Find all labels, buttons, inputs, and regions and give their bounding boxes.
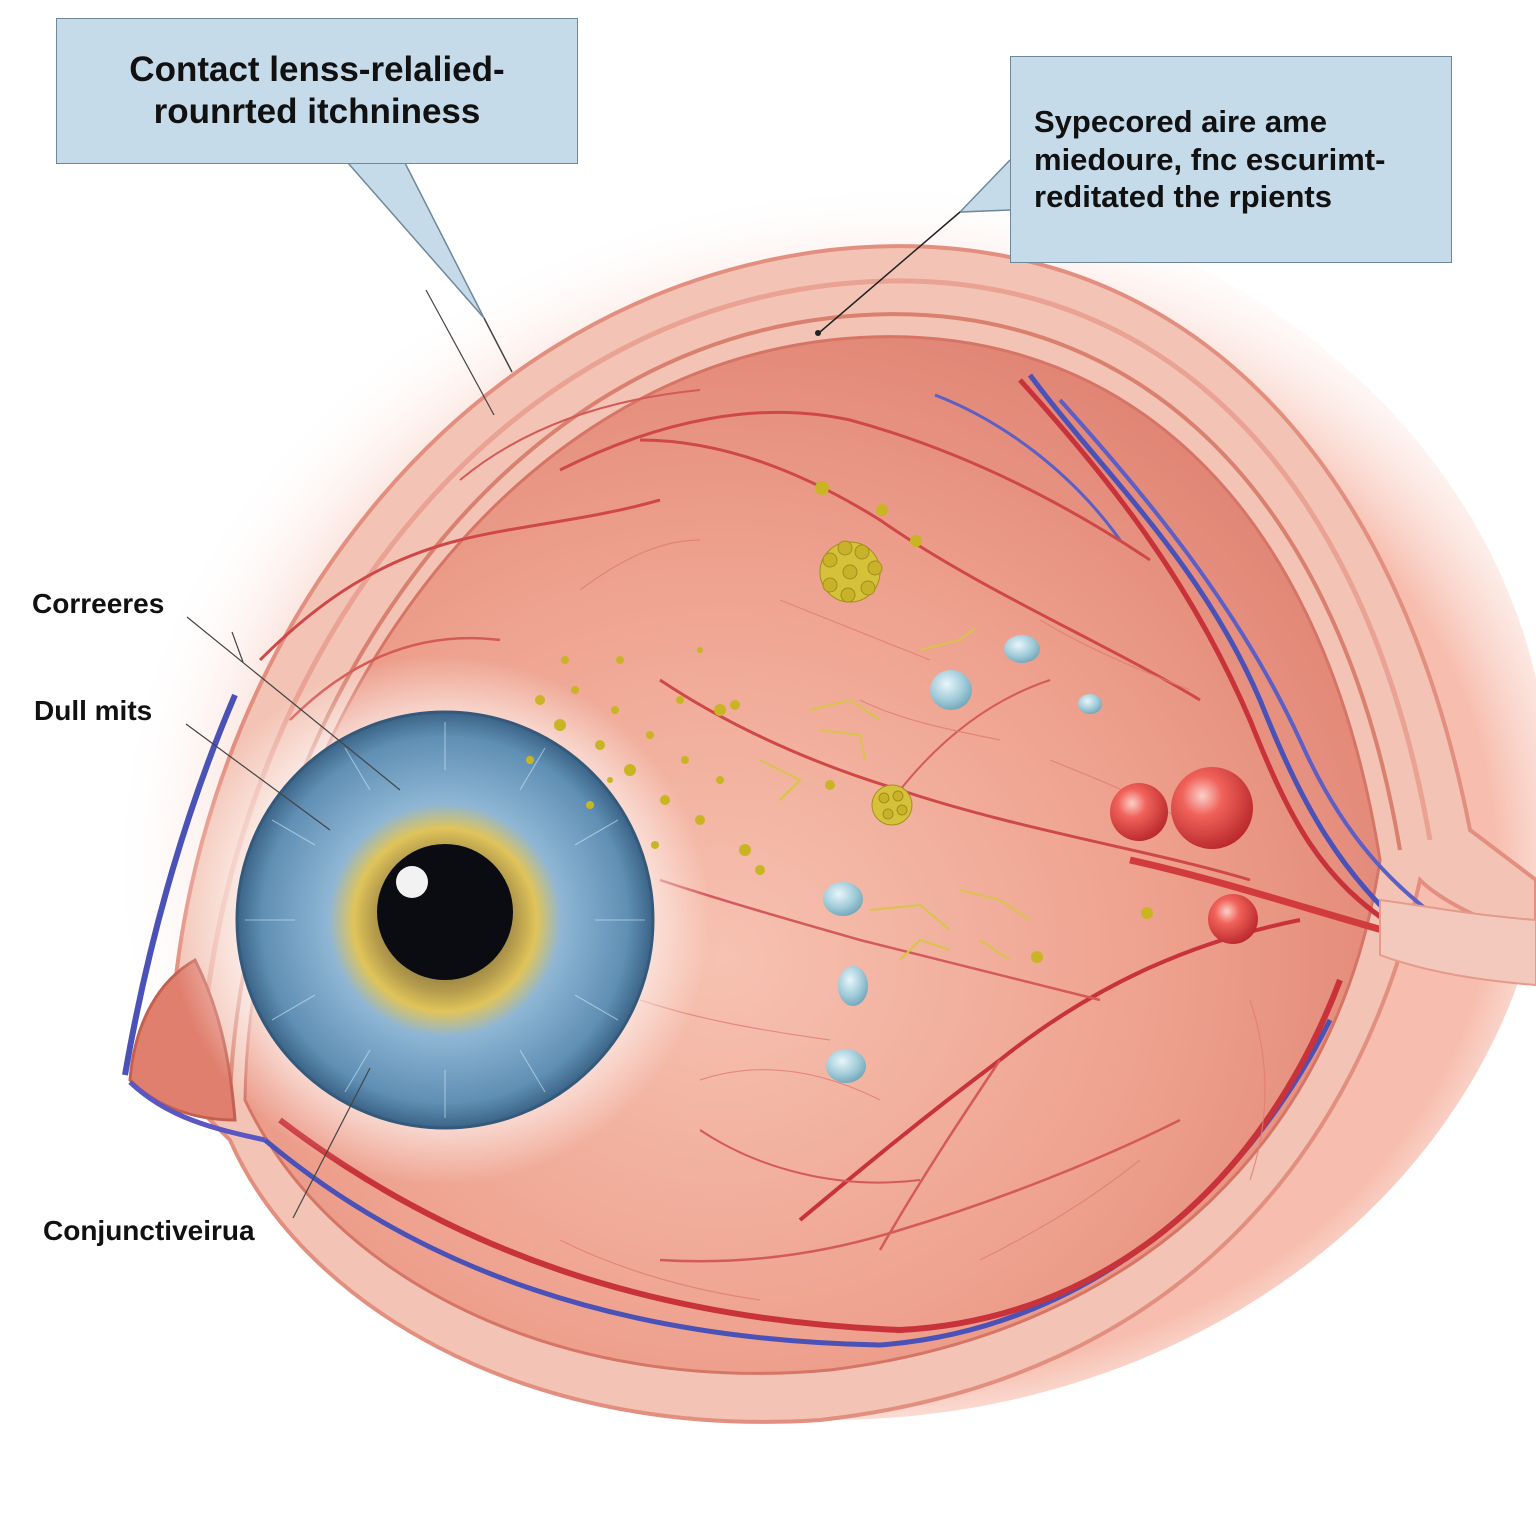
artery-branch-10 [899, 679, 1051, 791]
pollen-cluster-upper [819, 540, 883, 603]
callout-left-leader-1 [483, 317, 513, 373]
iris-fibers [245, 722, 645, 1118]
callout-left-leader-2 [425, 289, 495, 416]
vein-upper-right [1027, 373, 1432, 952]
vein-upper [934, 393, 1122, 541]
vein-left [122, 693, 238, 1076]
callout-right-leader [819, 211, 961, 333]
callout-itchiness-line-2: rounrted itchniness [153, 92, 481, 131]
vein-upper-right-2 [1058, 398, 1472, 942]
label-conjunctiveirua: Conjunctiveirua [43, 1215, 255, 1246]
pollen-cluster-lower [871, 784, 913, 826]
callout-itchiness-line-1: Contact lenss-relalied- [129, 50, 505, 89]
callout-itchiness: Contact lenss-relalied- rounrted itchnin… [56, 18, 578, 164]
artery-branch-3 [639, 438, 1201, 702]
label-3-leader [292, 1067, 371, 1219]
label-dull-mits: Dull mits [34, 695, 153, 726]
callout-right-dot [815, 330, 821, 336]
inflamed-nodules [1110, 767, 1258, 944]
artery-right-main [1018, 378, 1402, 933]
iris-rim [235, 710, 655, 1130]
callout-secondary: Sypecored aire ame miedoure, fnc escurim… [1010, 56, 1452, 263]
artery-lower-main [278, 978, 1343, 1334]
artery-branch-2 [659, 678, 1251, 882]
pupil [377, 844, 513, 980]
artery-branch-12 [459, 389, 701, 481]
artery-optic [1129, 856, 1536, 964]
callout-right-pointer [958, 159, 1011, 213]
artery-branch-9 [878, 1059, 1002, 1251]
callout-secondary-line-1: Sypecored aire ame [1034, 103, 1327, 139]
optic-nerve [1379, 898, 1536, 987]
artery-branch-7 [659, 878, 1101, 1002]
artery-branch-11 [699, 1129, 921, 1184]
callout-secondary-line-2: miedoure, fnc escurimt- [1034, 141, 1386, 177]
tear-droplets [823, 635, 1102, 1083]
capillary-network [559, 539, 1266, 1301]
allergen-particles [526, 481, 1153, 963]
label-1-leader [186, 616, 401, 791]
artery-branch-8 [659, 1118, 1181, 1263]
label-1-leader-b [231, 631, 244, 663]
artery-branch-5 [258, 498, 661, 662]
label-2-leader [185, 723, 331, 831]
pupil-highlight [396, 866, 428, 898]
label-correeres: Correeres [32, 588, 165, 619]
artery-branch-1 [798, 918, 1301, 1222]
callout-secondary-line-3: reditated the rpients [1034, 179, 1332, 215]
fiber-debris [759, 627, 1031, 961]
artery-branch-4 [559, 410, 1151, 562]
lower-lid-edge [128, 1080, 266, 1143]
